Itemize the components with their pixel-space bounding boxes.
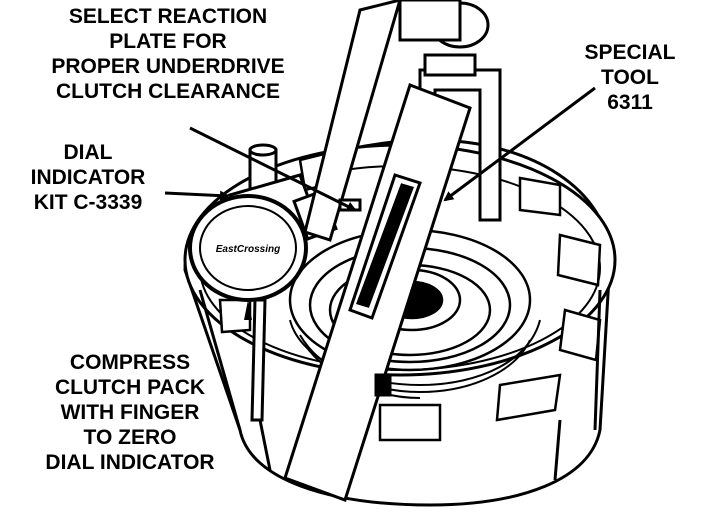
gauge-brand: EastCrossing — [216, 244, 280, 255]
label-line: TOOL — [601, 66, 659, 89]
label-line: TO ZERO — [83, 426, 177, 449]
arrow-special-tool — [443, 86, 596, 202]
label-line: CLUTCH PACK — [54, 376, 206, 399]
label-line: DIAL INDICATOR — [45, 451, 215, 474]
label-line: KIT C-3339 — [33, 191, 143, 214]
label-special-tool: SPECIAL TOOL 6311 — [560, 40, 700, 115]
label-line: SELECT REACTION — [68, 5, 268, 28]
label-line: 6311 — [607, 91, 653, 114]
label-line: SPECIAL — [584, 41, 676, 64]
label-line: DIAL — [63, 141, 113, 164]
housing-sides — [198, 289, 602, 481]
label-line: INDICATOR — [30, 166, 146, 189]
special-tool-6311 — [283, 0, 502, 502]
label-compress-clutch-pack: COMPRESS CLUTCH PACK WITH FINGER TO ZERO… — [20, 350, 240, 475]
dial-indicator-gauge: EastCrossing — [188, 173, 338, 320]
label-line: PROPER UNDERDRIVE — [51, 55, 285, 78]
label-line: CLUTCH CLEARANCE — [56, 80, 280, 103]
leader-arrows — [164, 86, 596, 212]
arrow-dial-indicator — [164, 190, 230, 201]
label-line: PLATE FOR — [109, 30, 227, 53]
label-line: WITH FINGER — [60, 401, 200, 424]
label-dial-indicator: DIAL INDICATOR KIT C-3339 — [8, 140, 168, 215]
label-line: COMPRESS — [69, 351, 191, 374]
arrow-reaction-plate — [189, 126, 357, 212]
label-select-reaction-plate: SELECT REACTION PLATE FOR PROPER UNDERDR… — [28, 4, 308, 104]
